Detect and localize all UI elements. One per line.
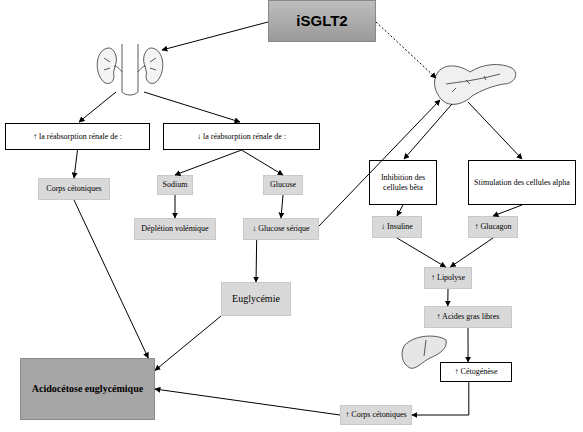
flow-arrow: [450, 238, 493, 267]
node-label: ↑ Cétogénèse: [455, 367, 498, 376]
flow-arrow: [493, 205, 522, 216]
node-label: iSGLT2: [296, 12, 347, 29]
flow-arrow: [468, 328, 469, 362]
node-label: Corps cétoniques: [46, 184, 101, 193]
node-label: ↑ la réabsorption rénale de :: [33, 132, 122, 141]
flow-arrow: [397, 205, 403, 216]
flow-arrow: [412, 382, 469, 415]
effect-box: Glucose: [263, 175, 303, 195]
process-box: ↑ Cétogénèse: [440, 362, 512, 382]
flow-arrow: [397, 238, 446, 267]
node-label: Glucose: [270, 180, 296, 189]
process-box: ↑ la réabsorption rénale de :: [5, 123, 150, 150]
outcome-box: Acidocétose euglycémique: [20, 358, 155, 420]
flow-arrow: [242, 150, 284, 175]
process-box: Inhibition des cellules bêta: [369, 160, 437, 205]
flow-arrow: [155, 316, 221, 370]
flow-arrow: [256, 240, 258, 282]
effect-box: Corps cétoniques: [38, 178, 110, 200]
flow-arrow: [175, 150, 242, 175]
kidney-illustration: [97, 44, 163, 95]
effect-box: Sodium: [157, 175, 193, 195]
flow-arrow: [447, 289, 448, 306]
node-label: Stimulation des cellules alpha: [474, 178, 570, 187]
node-label: ↓ la réabsorption rénale de :: [197, 132, 286, 141]
effect-box: ↑ Glucagon: [468, 216, 518, 238]
effect-box: ↑ Corps cétoniques: [340, 405, 412, 425]
node-label: Sodium: [163, 180, 188, 189]
flow-arrow: [155, 389, 340, 415]
process-box: Stimulation des cellules alpha: [468, 160, 576, 205]
node-label: ↑ Acides gras libres: [437, 312, 500, 321]
flow-arrow: [175, 195, 176, 218]
node-label: Déplétion volémique: [141, 224, 208, 233]
flow-arrow: [74, 150, 78, 178]
effect-box: ↑ Lipolyse: [424, 267, 472, 289]
process-box: ↓ la réabsorption rénale de :: [163, 123, 320, 150]
node-label: ↑ Glucagon: [474, 222, 511, 231]
node-label: Inhibition des cellules bêta: [373, 173, 433, 191]
node-label: Acidocétose euglycémique: [32, 383, 143, 395]
effect-box: Déplétion volémique: [134, 218, 216, 240]
effect-box: ↓ Insuline: [372, 216, 422, 238]
node-label: ↓ Glucose sérique: [252, 224, 309, 233]
effect-box: ↓ Glucose sérique: [243, 218, 319, 240]
node-label: ↑ Corps cétoniques: [345, 410, 406, 419]
effect-box: Euglycémie: [221, 282, 291, 316]
node-label: ↓ Insuline: [381, 222, 413, 231]
effect-box: ↑ Acides gras libres: [424, 306, 512, 328]
flow-arrow: [281, 195, 283, 218]
pancreas-illustration: [435, 65, 516, 105]
node-label: Euglycémie: [232, 293, 280, 305]
drug-box: iSGLT2: [268, 0, 376, 42]
node-label: ↑ Lipolyse: [431, 273, 465, 282]
